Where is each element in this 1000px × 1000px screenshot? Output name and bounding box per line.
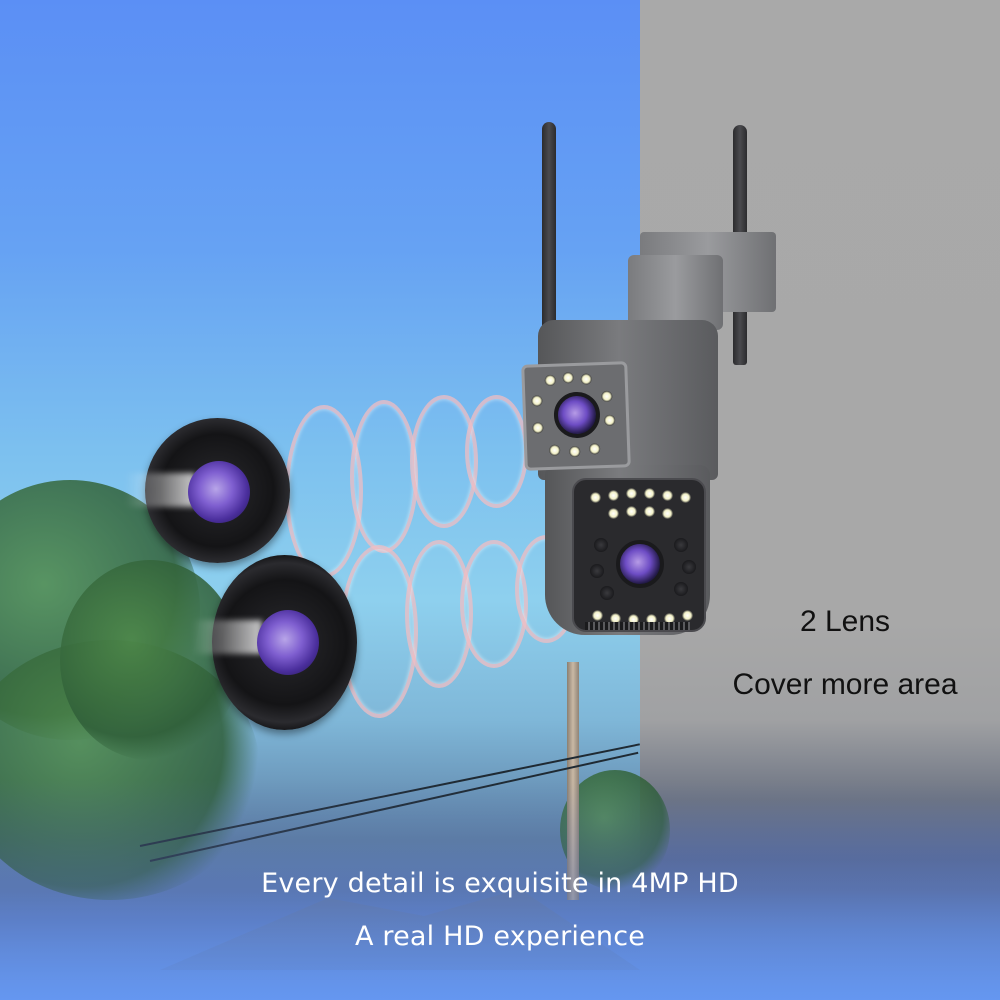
led-light [603,414,616,427]
led-light [601,390,613,403]
led-light [644,488,655,499]
led-light [646,614,657,625]
upper-camera-module [521,361,631,471]
led-light [608,490,619,501]
led-light [590,492,601,503]
lens-illustration-upper [125,418,290,563]
led-light [569,445,581,458]
lower-camera-module [572,478,706,632]
ir-sensor [674,582,688,596]
upper-camera-lens [553,391,601,439]
led-light [580,373,592,385]
led-light [608,508,619,519]
led-light [588,443,601,455]
banner-line-2: A real HD experience [354,921,646,952]
banner-line-1: Every detail is exquisite in 4MP HD [261,868,739,899]
led-light [592,610,603,621]
tree-foliage [60,560,240,760]
feature-headline: 2 Lens [799,605,891,638]
led-light [626,488,637,499]
led-light [548,444,561,456]
led-light [532,422,544,434]
bottom-gradient-overlay [0,780,1000,1000]
light-beam [192,620,262,654]
ir-sensor [682,560,696,574]
lens-glass [188,461,250,523]
led-light [662,508,673,519]
led-light [610,613,621,624]
lens-illustration-lower [192,555,357,730]
ir-sensor [590,564,604,578]
led-light [664,613,675,624]
camera-neck [628,255,723,330]
led-light [662,490,673,501]
led-light [628,614,639,625]
ir-sensor [594,538,608,552]
signal-ring [350,400,418,553]
led-light [531,395,543,407]
light-beam [125,473,195,507]
lower-camera-lens [616,540,664,588]
led-light [680,492,691,503]
led-light [626,506,637,517]
led-light [544,374,556,387]
lens-glass [257,610,319,675]
led-light [562,372,574,384]
camera-vent [585,622,690,630]
ir-sensor [674,538,688,552]
signal-ring [465,395,528,508]
led-light [644,506,655,517]
ir-sensor [600,586,614,600]
feature-subheadline: Cover more area [732,668,958,701]
led-light [682,610,693,621]
antenna-left [542,122,556,352]
